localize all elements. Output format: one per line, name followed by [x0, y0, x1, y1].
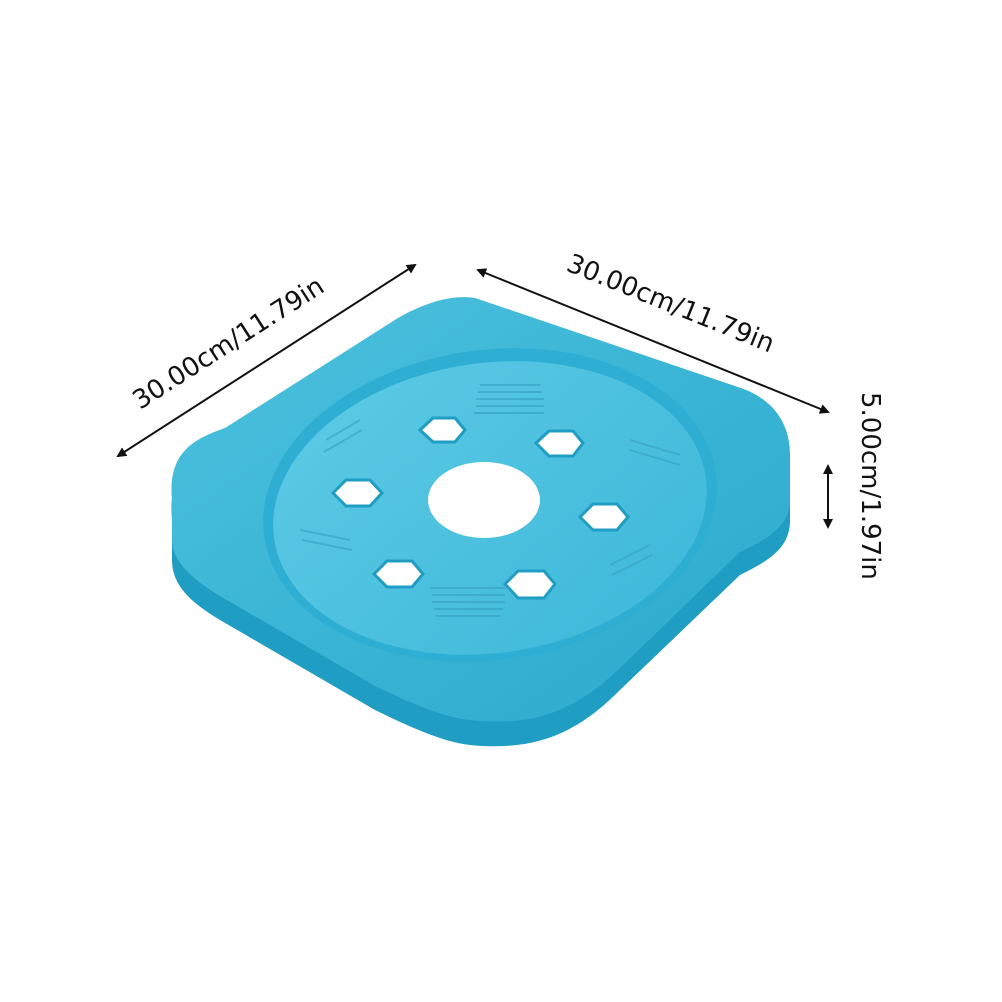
hex-holes: [330, 416, 630, 600]
depth-arrow: [476, 268, 830, 414]
hex-hole-4: [577, 502, 630, 532]
dimension-annotations: [116, 263, 833, 529]
hex-hole-6: [502, 569, 557, 600]
drain-tray: [171, 297, 791, 747]
hex-hole-5: [371, 559, 425, 589]
width-arrow: [116, 263, 417, 458]
hex-hole-1: [417, 416, 467, 444]
hex-hole-3: [330, 478, 385, 508]
height-label: 5.00cm/1.97in: [855, 392, 885, 580]
hex-hole-2: [533, 429, 585, 458]
center-drain-hole: [428, 462, 540, 538]
